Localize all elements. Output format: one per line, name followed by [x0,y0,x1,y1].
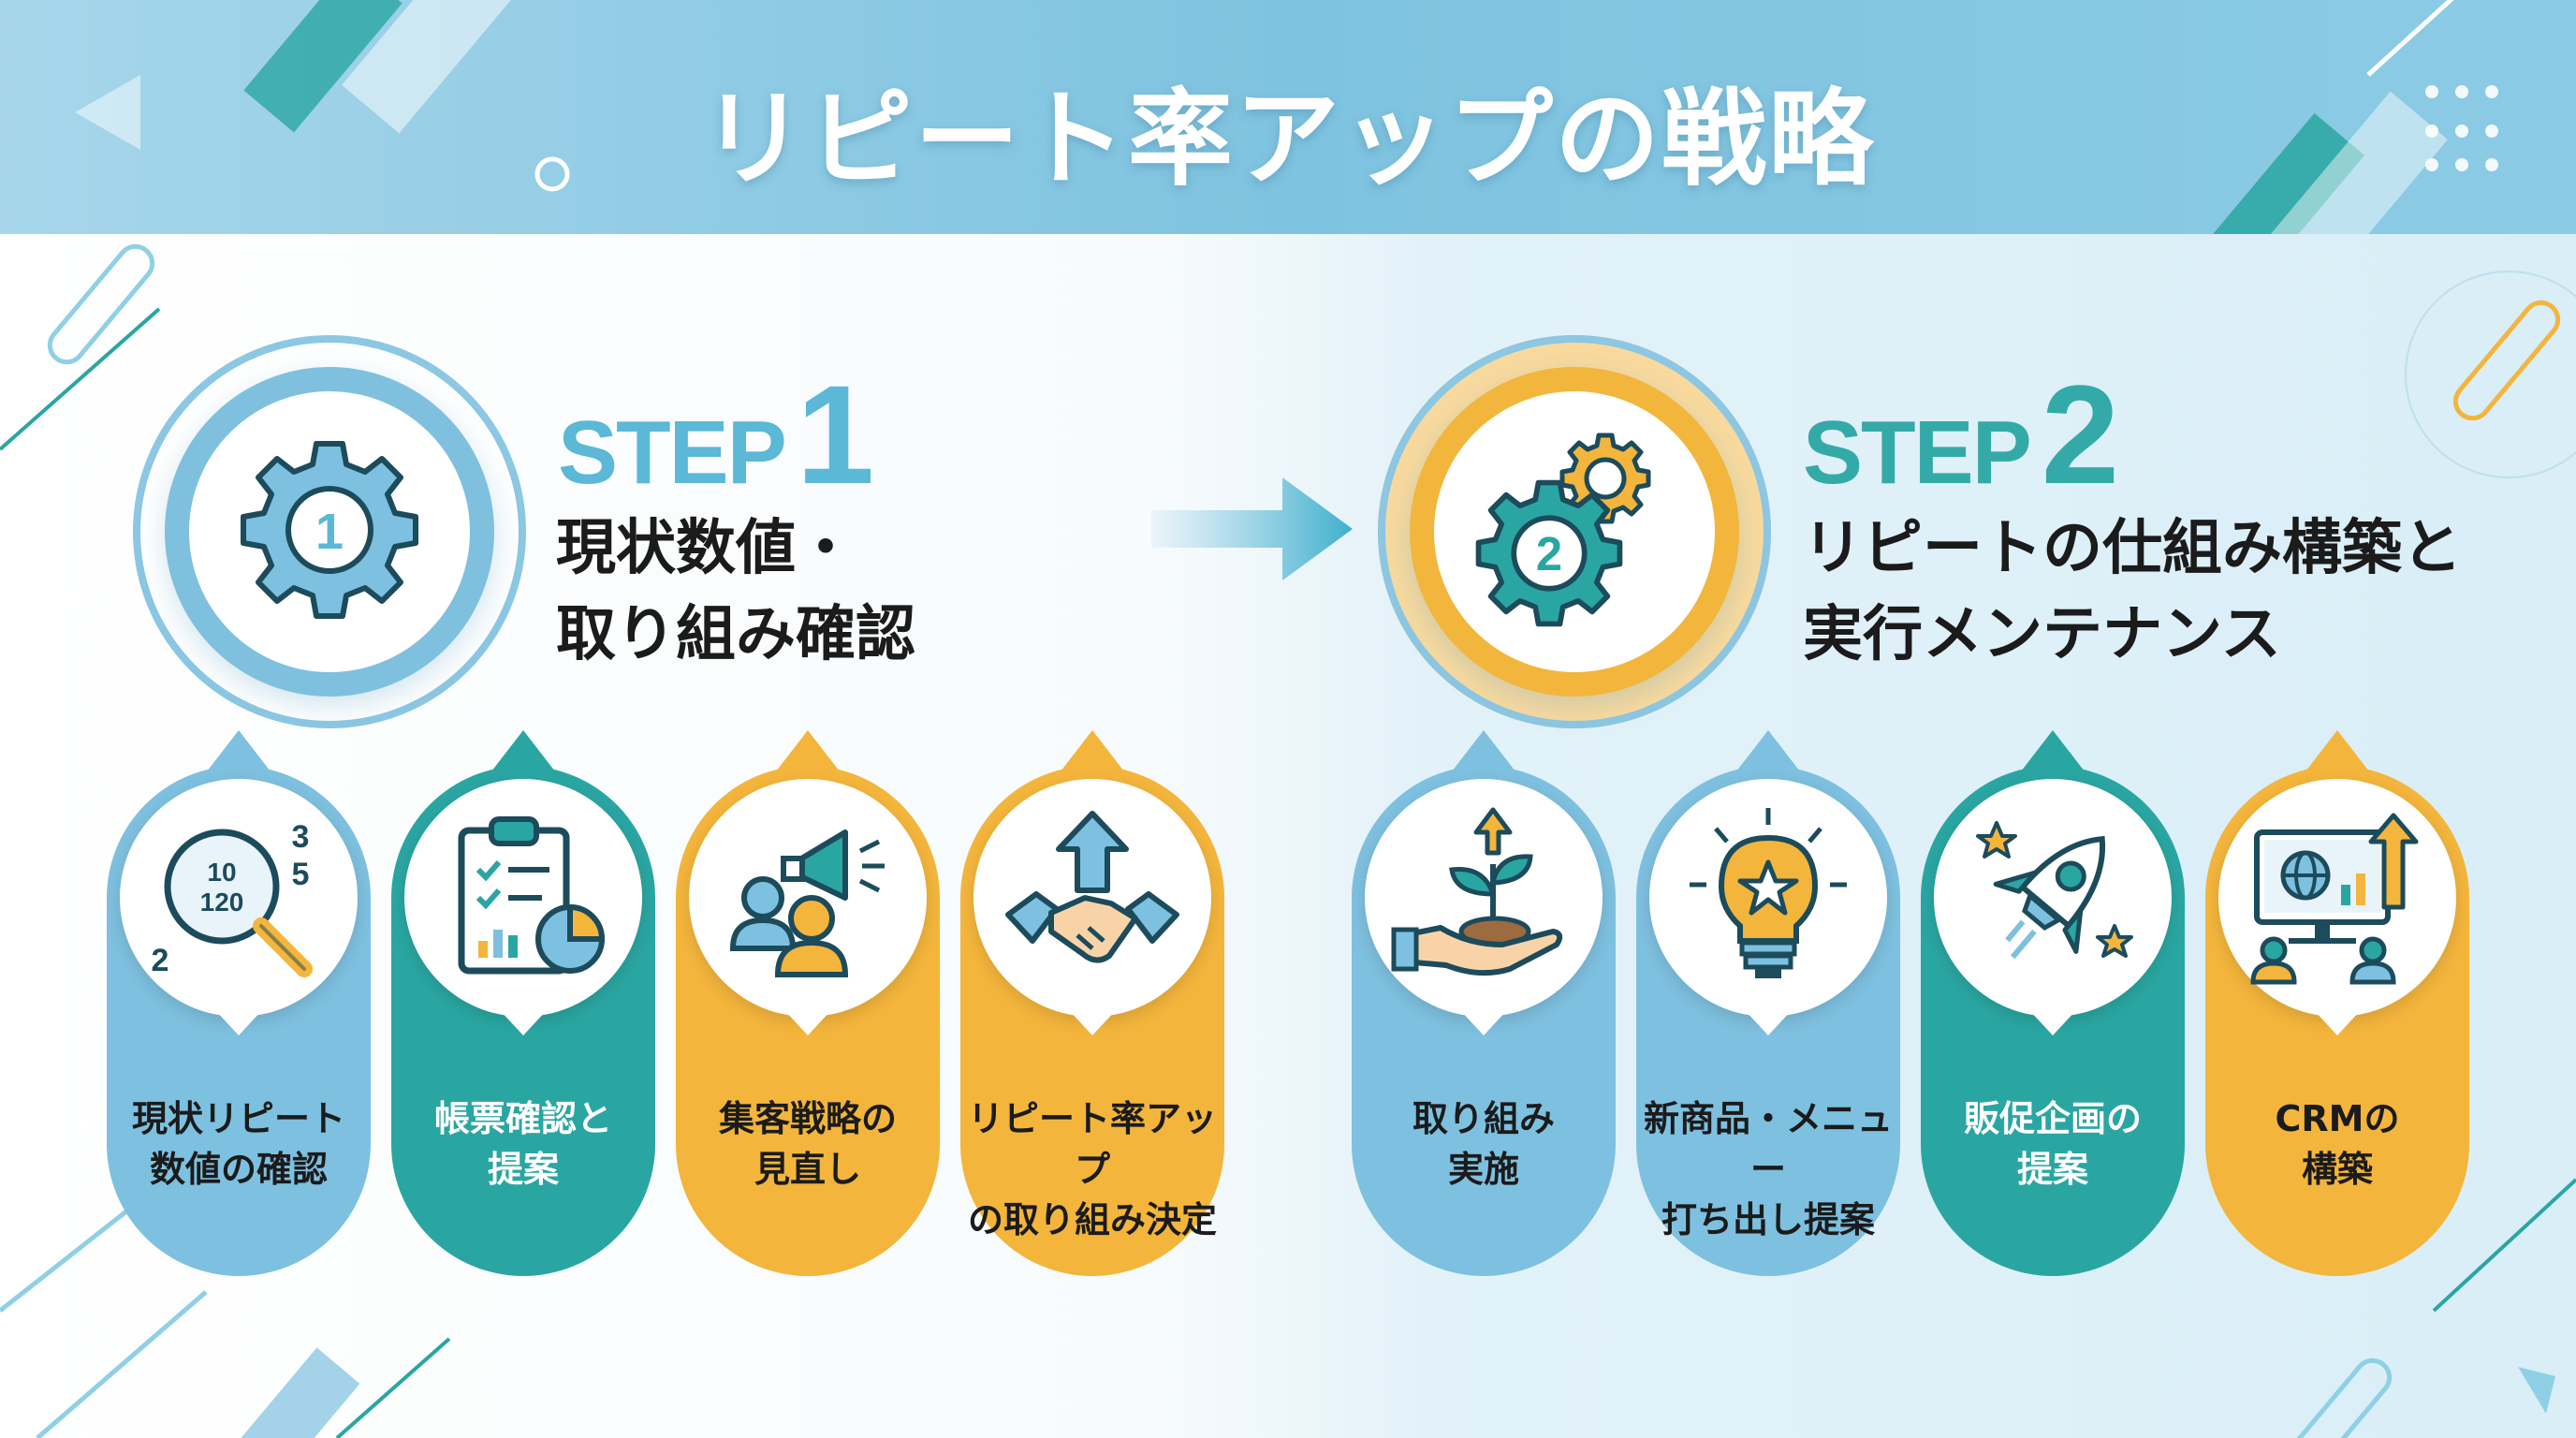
svg-text:120: 120 [200,888,244,917]
svg-text:3: 3 [292,819,310,855]
megaphone-people-icon [689,779,927,1017]
clipboard-chart-icon [404,779,642,1017]
next-step-arrow [1151,477,1353,580]
step2-badge: 2 [1536,527,1562,580]
step2-heading: STEP2 [1803,354,2119,516]
hand-sprout-icon [1365,779,1603,1017]
step2-card-2: 新商品・メニュー 打ち出し提案 [1636,730,1900,1276]
step2-card-3: 販促企画の 提案 [1921,730,2185,1276]
gear-icon: 1 [231,432,428,632]
card-label: 帳票確認と 提案 [433,1098,612,1190]
svg-text:2: 2 [152,943,169,978]
step1-emblem: 1 [133,335,526,728]
lightbulb-star-icon [1649,779,1887,1017]
handshake-arrow-icon [973,779,1211,1017]
step1-number: 1 [796,356,875,513]
step2-number: 2 [2041,356,2120,513]
svg-text:5: 5 [292,857,310,892]
card-label: 集客戦略の 見直し [718,1098,897,1190]
page-title: リピート率アップの戦略 [701,79,1875,200]
card-label: 新商品・メニュー 打ち出し提案 [1643,1098,1893,1240]
step1-card-4: リピート率アップ の取り組み決定 [960,730,1224,1276]
step2-emblem: 2 [1378,335,1771,728]
step2-card-1: 取り組み 実施 [1352,730,1616,1276]
svg-text:10: 10 [207,858,236,887]
step1-card-2: 帳票確認と 提案 [391,730,655,1276]
card-label: リピート率アップ の取り組み決定 [967,1098,1217,1240]
step1-word: STEP [558,403,787,503]
card-label: 取り組み 実施 [1412,1098,1555,1190]
step2-subtitle: リピートの仕組み構築と 実行メンテナンス [1803,514,2462,669]
step2-card-4: CRMの 構築 [2205,730,2469,1276]
step1-card-1: 10 120 3 5 2 現状リピート 数値の確認 [107,730,371,1276]
crm-monitor-icon [2218,779,2456,1017]
double-gear-icon: 2 [1467,422,1682,641]
card-label: CRMの 構築 [2275,1098,2400,1190]
step1-card-3: 集客戦略の 見直し [676,730,940,1276]
step2-word: STEP [1803,403,2032,503]
step1-heading: STEP1 [558,354,874,516]
step1-subtitle: 現状数値・ 取り組み確認 [556,514,915,669]
header-banner: リピート率アップの戦略 [0,0,2576,234]
rocket-icon [1934,779,2172,1017]
step1-badge: 1 [315,504,344,560]
card-label: 販促企画の 提案 [1963,1098,2142,1190]
magnifier-numbers-icon: 10 120 3 5 2 [120,779,358,1017]
card-label: 現状リピート 数値の確認 [131,1098,345,1190]
